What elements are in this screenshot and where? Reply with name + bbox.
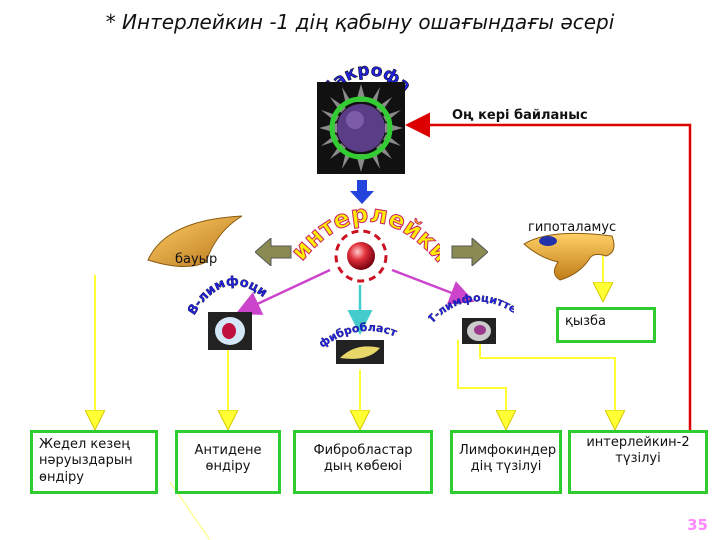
feedback-line [405, 112, 692, 432]
b-lymphocyte-label: В-лимфоциттер [188, 270, 268, 318]
liver-label: бауыр [175, 252, 218, 267]
positive-feedback-label: Оң кері байланыс [452, 108, 588, 123]
fever-box: қызба [556, 307, 656, 343]
fibroblast-growth-text: Фибробластар дың көбеюі [313, 443, 413, 475]
t-lymphocyte-label: Т-лимфоциттер [428, 290, 514, 326]
il2-text: интерлейкин-2 түзілуі [586, 435, 690, 467]
interleukin-molecule-icon [334, 229, 388, 283]
hypothalamus-shape [523, 232, 615, 281]
arrow-to-b-lymphocyte [235, 268, 331, 315]
interleukin-1-label: интерлейкин-1 [290, 192, 440, 268]
il2-box: интерлейкин-2 түзілуі [568, 430, 708, 494]
acute-phase-text: Жедел кезең нәруыздарын өндіру [39, 437, 133, 485]
down-arrow-icon [350, 180, 374, 204]
t-lymphocyte-cell-icon [462, 318, 496, 344]
lymphokine-text: Лимфокиндер дің түзілуі [459, 443, 557, 475]
acute-phase-box: Жедел кезең нәруыздарын өндіру [30, 430, 158, 494]
antibody-text: Антидене өндіру [194, 443, 262, 475]
lymphokine-box: Лимфокиндер дің түзілуі [450, 430, 562, 494]
macrophage-image [317, 82, 405, 174]
right-arrow-icon [451, 238, 488, 266]
fibroblast-growth-box: Фибробластар дың көбеюі [293, 430, 433, 494]
page-title: * Интерлейкин -1 дің қабыну ошағындағы ә… [105, 10, 615, 34]
slide-number: 35 [687, 516, 708, 534]
svg-text:В-лимфоциттер: В-лимфоциттер [188, 270, 268, 318]
left-arrow-icon [255, 238, 292, 266]
liver-shape [147, 215, 243, 267]
antibody-box: Антидене өндіру [175, 430, 281, 494]
fibroblast-cell-icon [336, 340, 384, 364]
b-lymphocyte-cell-icon [208, 312, 252, 350]
hypothalamus-label: гипоталамус [528, 220, 617, 235]
fever-label: қызба [565, 314, 607, 329]
arrow-to-t-lymphocyte [391, 268, 475, 305]
